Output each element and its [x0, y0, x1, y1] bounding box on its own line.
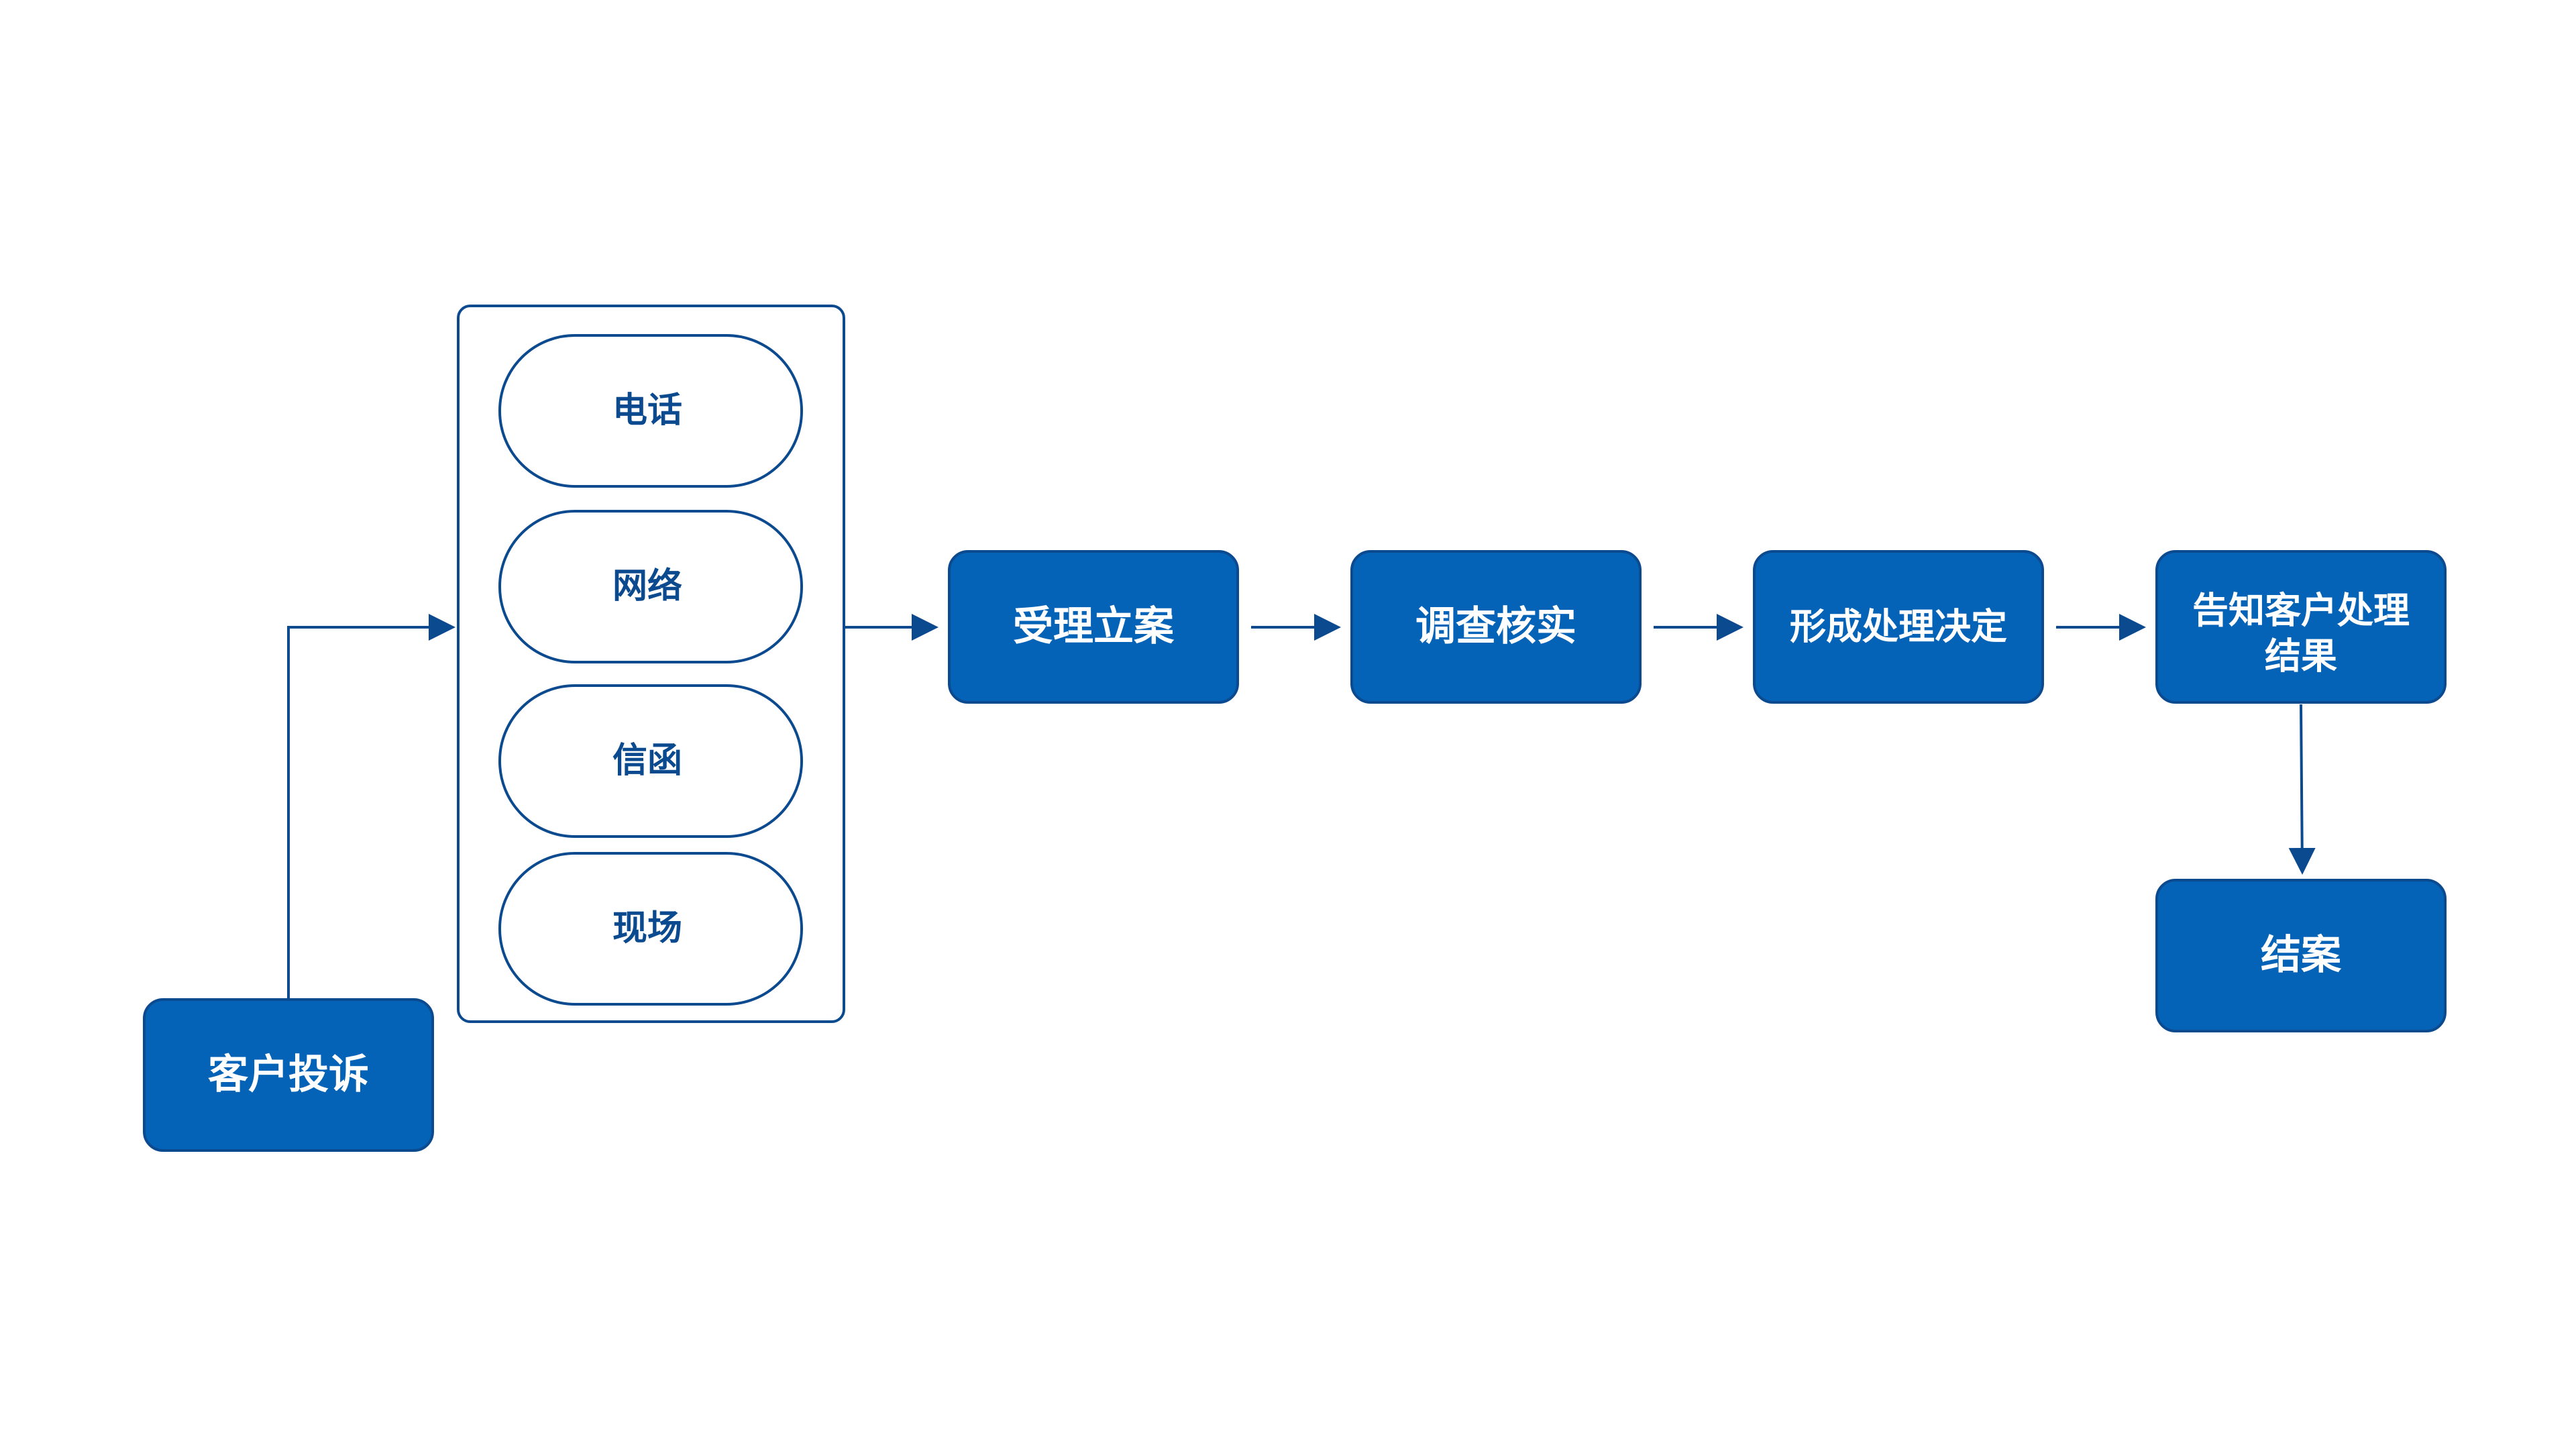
connector-notify-to-close — [2288, 704, 2316, 875]
channel-network-label: 网络 — [612, 566, 682, 606]
node-investigate-label: 调查核实 — [1415, 603, 1576, 650]
node-accept-label: 受理立案 — [1013, 603, 1175, 650]
node-notify-label-line1: 告知客户处理 — [2192, 590, 2410, 632]
channel-onsite-label: 现场 — [612, 908, 682, 949]
channel-phone-label: 电话 — [612, 390, 682, 431]
node-decision: 形成处理决定 — [1753, 550, 2044, 704]
channel-letter: 信函 — [498, 684, 803, 838]
node-accept: 受理立案 — [948, 550, 1239, 704]
channel-network: 网络 — [498, 510, 803, 663]
node-close-label: 结案 — [2261, 932, 2342, 979]
connector-complaint-to-channels — [287, 614, 455, 1000]
node-investigate: 调查核实 — [1350, 550, 1642, 704]
channel-onsite: 现场 — [498, 852, 803, 1006]
channel-phone: 电话 — [498, 334, 803, 488]
node-notify-label-line2: 结果 — [2265, 635, 2337, 678]
node-complaint-label: 客户投诉 — [208, 1051, 369, 1098]
node-close: 结案 — [2155, 879, 2447, 1032]
channel-letter-label: 信函 — [612, 741, 682, 781]
node-notify: 告知客户处理 结果 — [2155, 550, 2447, 704]
node-decision-label: 形成处理决定 — [1790, 606, 2007, 648]
node-complaint: 客户投诉 — [143, 998, 434, 1152]
